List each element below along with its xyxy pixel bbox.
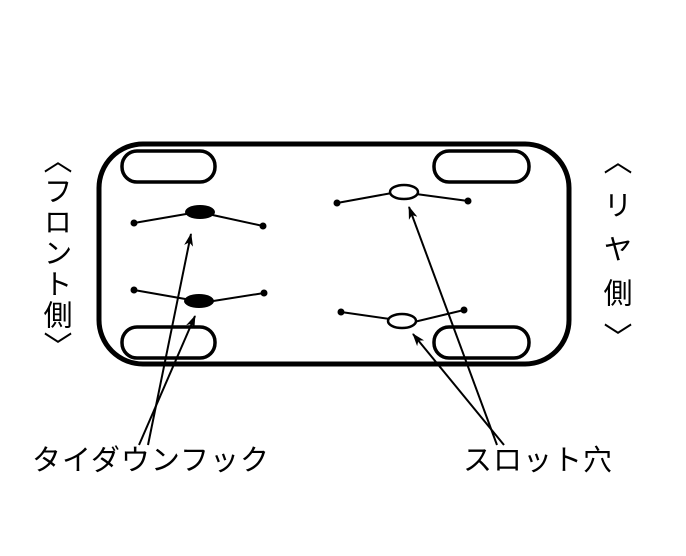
leader-line <box>133 289 192 301</box>
tie-down-hook <box>184 294 214 308</box>
leader-line <box>415 193 469 202</box>
leader-line <box>133 212 193 224</box>
tie-down-hook <box>185 205 215 219</box>
slot-hole <box>388 183 420 201</box>
leader-line <box>340 311 391 320</box>
rear-side-label: 〈リヤ側〉 <box>599 146 631 366</box>
leader-line <box>336 192 393 204</box>
anchor-dot <box>259 222 267 230</box>
wheel-front-left <box>120 149 217 184</box>
callout-arrow-tie-down-hook-lower <box>138 315 196 446</box>
vehicle-body-outline <box>96 141 572 367</box>
slot-hole <box>386 312 418 330</box>
callout-arrow-slot-hole-upper <box>408 206 498 446</box>
anchor-dot <box>460 306 468 314</box>
leader-line <box>206 292 265 303</box>
callout-arrow-slot-hole-lower <box>412 333 505 446</box>
anchor-dot <box>333 199 341 207</box>
anchor-dot <box>130 286 138 294</box>
leader-line <box>207 213 264 227</box>
front-side-label: 〈フロント側〉 <box>39 145 71 362</box>
tie-down-hook-label: タイダウンフック <box>32 445 270 477</box>
anchor-dot <box>337 308 345 316</box>
anchor-dot <box>260 289 268 297</box>
slot-hole-label: スロット穴 <box>463 445 614 477</box>
wheel-rear-left <box>432 149 531 184</box>
wheel-rear-right <box>432 325 531 360</box>
leader-line <box>413 309 465 323</box>
anchor-dot <box>130 219 138 227</box>
anchor-dot <box>464 197 472 205</box>
